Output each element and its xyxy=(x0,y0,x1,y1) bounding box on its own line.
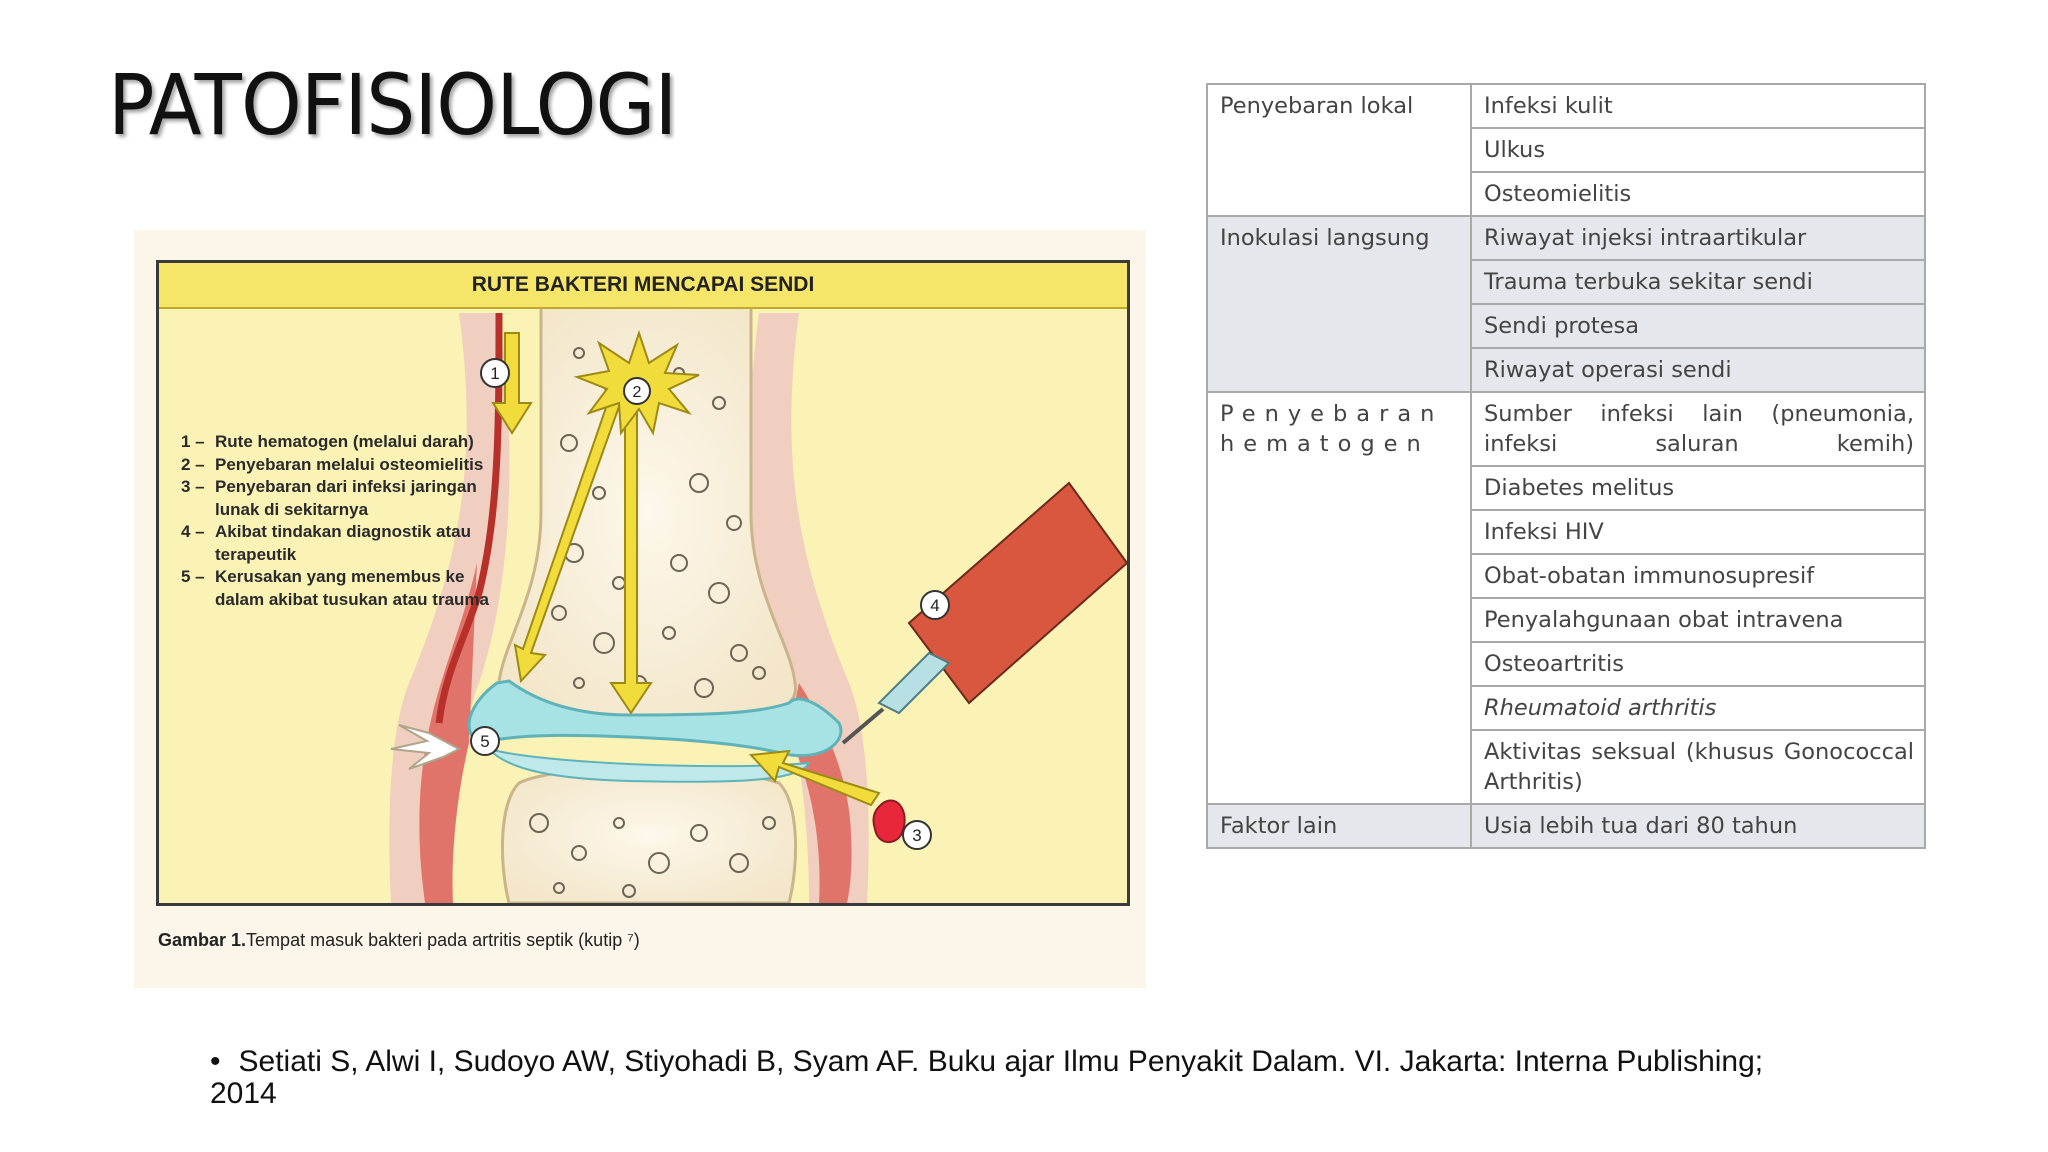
figure-header: RUTE BAKTERI MENCAPAI SENDI xyxy=(159,263,1127,309)
item-cell: Usia lebih tua dari 80 tahun xyxy=(1470,803,1926,849)
joint-cartilage-lower xyxy=(485,747,811,783)
marker-2-label: 2 xyxy=(633,384,642,401)
marker-1-label: 1 xyxy=(490,364,499,383)
marker-3-label: 3 xyxy=(912,826,921,845)
figure-caption-label: Gambar 1. xyxy=(158,930,247,950)
category-cell: Inokulasi langsung xyxy=(1206,215,1472,393)
joint-cartilage xyxy=(467,679,843,758)
lower-bone xyxy=(500,766,798,903)
table-row: Inokulasi langsung Riwayat injeksi intra… xyxy=(1206,215,1926,393)
table-row: Osteomielitis xyxy=(1207,171,1926,217)
marker-4: 4 xyxy=(920,590,950,620)
item-cell: Penyalahgunaan obat intravena xyxy=(1470,597,1926,643)
legend-text: Penyebaran melalui osteomielitis xyxy=(215,454,484,474)
slide-title: PATOFISIOLOGI xyxy=(108,56,677,154)
marker-5: 5 xyxy=(470,726,500,756)
item-cell: Obat-obatan immunosupresif xyxy=(1470,553,1926,599)
item-cell: Diabetes melitus xyxy=(1470,465,1926,511)
category-cell: Penyebaran lokal xyxy=(1206,83,1472,217)
table-row: Penyebaran hematogen Sumber infeksi lain… xyxy=(1206,391,1926,805)
legend-item: 5 – Kerusakan yang menembus ke dalam akib… xyxy=(181,566,511,611)
item-cell: Riwayat operasi sendi xyxy=(1470,347,1926,393)
puncture-wound xyxy=(390,724,462,770)
figure-panel: 1 2 3 4 5 RUTE BAKTERI MENCAPAI SENDI 1 … xyxy=(134,230,1146,988)
item-cell: Aktivitas seksual (khusus Gonococcal Art… xyxy=(1470,729,1926,805)
item-cell: Infeksi HIV xyxy=(1470,509,1926,555)
table-row: Trauma terbuka sekitar sendi xyxy=(1207,259,1926,305)
soft-tissue-abscess xyxy=(872,799,906,844)
reference-text: Setiati S, Alwi I, Sudoyo AW, Stiyohadi … xyxy=(210,1045,1764,1110)
item-cell: Trauma terbuka sekitar sendi xyxy=(1470,259,1926,305)
legend-item: 1 – Rute hematogen (melalui darah) xyxy=(181,431,511,454)
item-cell: Rheumatoid arthritis xyxy=(1470,685,1926,731)
table-row: Osteoartritis xyxy=(1207,641,1926,687)
figure-caption: Gambar 1.Tempat masuk bakteri pada artri… xyxy=(158,930,640,951)
table-row: Sendi protesa xyxy=(1207,303,1926,349)
soft-tissue-right xyxy=(748,313,869,903)
marker-3: 3 xyxy=(902,820,932,850)
legend-num: 2 – xyxy=(181,454,205,474)
table-row: Obat-obatan immunosupresif xyxy=(1207,553,1926,599)
item-cell: Sendi protesa xyxy=(1470,303,1926,349)
marker-5-label: 5 xyxy=(480,732,489,751)
blood-vessel xyxy=(435,312,503,724)
legend-item: 3 – Penyebaran dari infeksi jaringan luna… xyxy=(181,476,511,521)
table-row: Rheumatoid arthritis xyxy=(1207,685,1926,731)
item-cell: Osteomielitis xyxy=(1470,171,1926,217)
table-row: Ulkus xyxy=(1207,127,1926,173)
bullet-icon: • xyxy=(210,1045,221,1078)
reference-citation: •Setiati S, Alwi I, Sudoyo AW, Stiyohadi… xyxy=(210,1046,1770,1110)
joint-diagram: 1 2 3 4 5 xyxy=(389,305,1127,903)
table-row: Penyalahgunaan obat intravena xyxy=(1207,597,1926,643)
marker-4-label: 4 xyxy=(930,596,939,615)
legend-text: Akibat tindakan diagnostik atau terapeut… xyxy=(215,522,471,564)
table-row: Riwayat operasi sendi xyxy=(1207,347,1926,393)
figure-caption-text: Tempat masuk bakteri pada artritis septi… xyxy=(246,930,640,950)
item-cell: Osteoartritis xyxy=(1470,641,1926,687)
legend-text: Kerusakan yang menembus ke dalam akibat … xyxy=(215,567,489,609)
figure-legend: 1 – Rute hematogen (melalui darah) 2 – Pen… xyxy=(181,431,511,611)
category-cell: Penyebaran hematogen xyxy=(1206,391,1472,805)
risk-factor-table: Penyebaran lokal Infeksi kulit Ulkus Ost… xyxy=(1206,83,1926,849)
item-cell: Ulkus xyxy=(1470,127,1926,173)
table-row: Faktor lain Usia lebih tua dari 80 tahun xyxy=(1206,803,1926,849)
item-cell: Sumber infeksi lain (pneumonia, infeksi … xyxy=(1470,391,1926,467)
legend-num: 1 – xyxy=(181,432,205,451)
joint-illustration: 1 2 3 4 5 RUTE BAKTERI MENCAPAI SENDI 1 … xyxy=(156,260,1130,906)
marker-2: 2 xyxy=(623,377,651,405)
item-cell: Riwayat injeksi intraartikular xyxy=(1470,215,1926,261)
arrows xyxy=(491,332,881,807)
table-row: Infeksi HIV xyxy=(1207,509,1926,555)
legend-num: 4 – xyxy=(181,522,205,541)
category-cell: Faktor lain xyxy=(1206,803,1472,849)
soft-tissue-left xyxy=(389,313,510,903)
syringe-icon xyxy=(841,481,1127,745)
legend-text: Rute hematogen (melalui darah) xyxy=(215,432,474,451)
legend-text: Penyebaran dari infeksi jaringan lunak d… xyxy=(215,477,477,519)
legend-item: 2 – Penyebaran melalui osteomielitis xyxy=(181,454,511,477)
table-row: Aktivitas seksual (khusus Gonococcal Art… xyxy=(1207,729,1926,805)
legend-num: 5 – xyxy=(181,567,205,586)
legend-num: 3 – xyxy=(181,477,205,496)
table-row: Penyebaran lokal Infeksi kulit xyxy=(1206,83,1926,217)
marker-1: 1 xyxy=(480,358,510,388)
table-row: Diabetes melitus xyxy=(1207,465,1926,511)
item-cell: Infeksi kulit xyxy=(1470,83,1926,129)
legend-item: 4 – Akibat tindakan diagnostik atau terap… xyxy=(181,521,511,566)
